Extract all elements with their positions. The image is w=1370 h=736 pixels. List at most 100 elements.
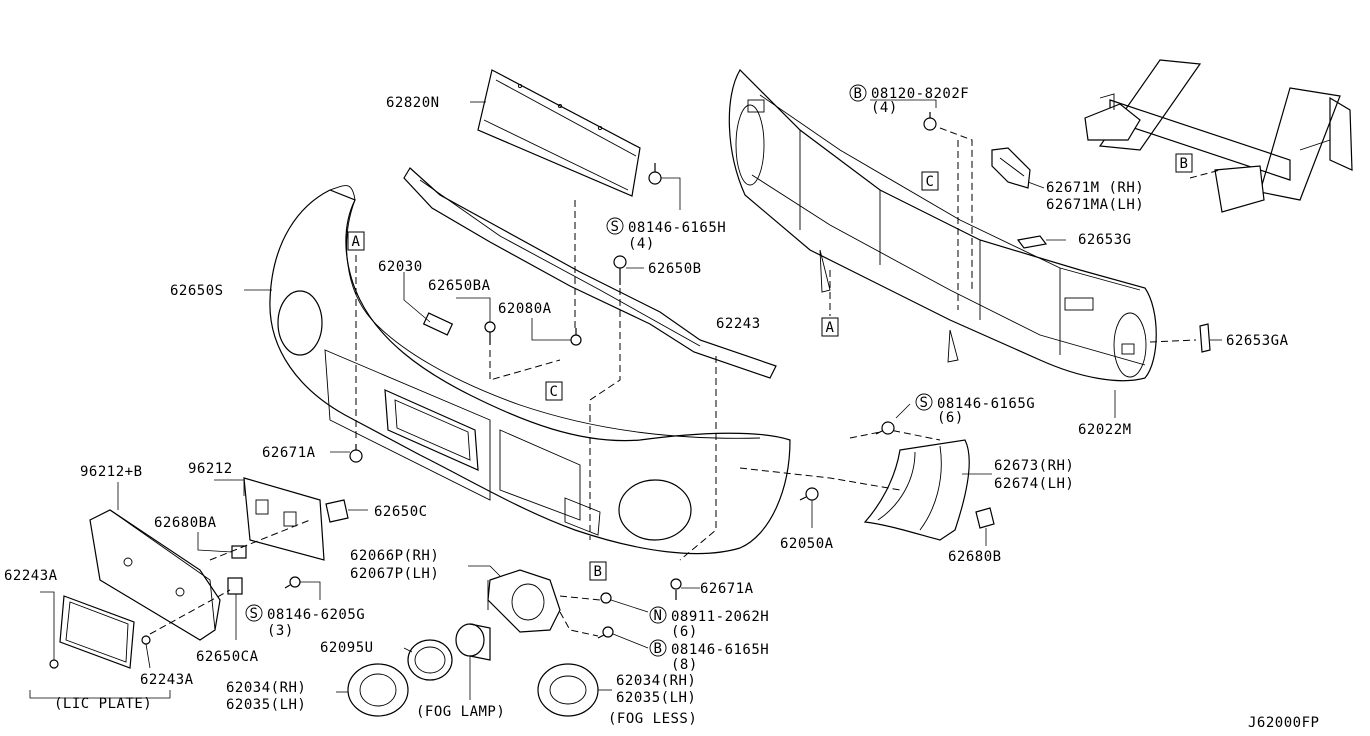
part-62095U-gasket (407, 639, 453, 681)
label-96212B: 96212+B (80, 464, 143, 480)
part-frame-rails (1084, 59, 1353, 213)
label-08911-2062H: N 08911-2062H (6) (649, 606, 769, 640)
screw-08120-8202F (923, 112, 937, 131)
part-62066P-bracket (487, 569, 561, 633)
label-62671MA: 62671MA(LH) (1046, 197, 1144, 213)
label-62050A: 62050A (780, 536, 834, 552)
svg-text:S: S (611, 219, 620, 235)
ref-marker-B-bottom: B (589, 561, 607, 581)
clip-62650CA (227, 577, 243, 595)
ref-marker-B-right: B (1175, 153, 1193, 173)
clip-62650C (325, 499, 349, 523)
label-62674: 62674(LH) (994, 476, 1074, 492)
label-62095U: 62095U (320, 640, 374, 656)
label-62671A-bottom: 62671A (700, 581, 754, 597)
screw-62650BA (484, 321, 496, 345)
label-62066P: 62066P(RH) (350, 548, 439, 564)
svg-text:(4): (4) (628, 236, 655, 252)
svg-text:B: B (654, 641, 663, 657)
svg-text:(6): (6) (937, 410, 964, 426)
label-08120-8202F: B 08120-8202F (4) (849, 84, 969, 116)
label-lic-plate: (LIC PLATE) (54, 696, 152, 712)
screw-62080A (570, 328, 582, 346)
part-62653G-pad (1016, 235, 1048, 249)
ref-marker-A-right: A (821, 317, 839, 337)
svg-text:N: N (654, 608, 663, 624)
label-62243A-bottom: 62243A (140, 672, 194, 688)
svg-text:(3): (3) (267, 623, 294, 639)
part-96212B-plate-base (89, 509, 221, 641)
label-96212: 96212 (188, 461, 233, 477)
screw-62050A (799, 487, 819, 501)
svg-text:B: B (854, 86, 863, 102)
label-62067P: 62067P(LH) (350, 566, 439, 582)
clip-62680B (975, 507, 995, 529)
screw-62650B (613, 255, 627, 285)
part-62650S-fascia (269, 185, 791, 555)
label-62035-right: 62035(LH) (616, 690, 696, 706)
label-08146-6165H-bottom: B 08146-6165H (8) (649, 639, 769, 673)
part-62671M-bracket (991, 147, 1031, 189)
part-62034-finisher-fogless (537, 663, 599, 717)
part-62243-bar (403, 167, 777, 379)
svg-text:B: B (594, 564, 603, 580)
label-62243: 62243 (716, 316, 761, 332)
part-62820N-cover (477, 69, 641, 197)
label-62650S: 62650S (170, 283, 224, 299)
label-08146-6205G: S 08146-6205G (3) (245, 604, 365, 639)
svg-text:08146-6165H: 08146-6165H (628, 220, 726, 236)
svg-text:S: S (250, 606, 259, 622)
label-62243A-left: 62243A (4, 568, 58, 584)
label-62680BA: 62680BA (154, 515, 217, 531)
screw-08146-6205G (284, 576, 301, 589)
label-62680B: 62680B (948, 549, 1002, 565)
screw-62671A-top (349, 444, 363, 463)
svg-text:08146-6205G: 08146-6205G (267, 607, 365, 623)
label-62671A-top: 62671A (262, 445, 316, 461)
svg-text:(4): (4) (871, 100, 898, 116)
label-62034-right: 62034(RH) (616, 673, 696, 689)
part-62022M-reinforcement (728, 69, 1157, 382)
screw-08146-6165H-top (648, 163, 662, 185)
svg-text:C: C (926, 174, 935, 190)
svg-text:A: A (352, 234, 361, 250)
part-62653GA-pad (1199, 323, 1211, 353)
label-62035-left: 62035(LH) (226, 697, 306, 713)
clip-62680BA (231, 545, 247, 559)
ref-marker-C-mid: C (545, 381, 563, 401)
label-62034-left: 62034(RH) (226, 680, 306, 696)
svg-text:C: C (550, 384, 559, 400)
screw-62671A-bottom (670, 578, 682, 600)
label-62671M: 62671M (RH) (1046, 180, 1144, 196)
label-62653G: 62653G (1078, 232, 1132, 248)
label-62650BA: 62650BA (428, 278, 491, 294)
part-96212-bracket (243, 477, 325, 561)
screw-62243A-left (49, 659, 59, 669)
part-62673-side-bracket (863, 439, 970, 541)
label-62022M: 62022M (1078, 422, 1132, 438)
part-fog-lamp (455, 623, 491, 661)
label-fog-lamp: (FOG LAMP) (416, 704, 505, 720)
screw-08146-6165G (875, 421, 895, 435)
label-62650CA: 62650CA (196, 649, 259, 665)
nut-08911-2062H (600, 592, 612, 604)
bolt-08146-6165H-bottom (597, 626, 614, 639)
label-62820N: 62820N (386, 95, 440, 111)
label-62030: 62030 (378, 259, 423, 275)
label-62080A: 62080A (498, 301, 552, 317)
svg-text:08911-2062H: 08911-2062H (671, 609, 769, 625)
svg-text:08146-6165G: 08146-6165G (937, 396, 1035, 412)
svg-text:A: A (826, 320, 835, 336)
ref-marker-A-left: A (347, 231, 365, 251)
svg-text:08146-6165H: 08146-6165H (671, 642, 769, 658)
label-08146-6165G: S 08146-6165G (6) (915, 393, 1035, 426)
svg-text:S: S (920, 395, 929, 411)
svg-text:08120-8202F: 08120-8202F (871, 86, 969, 102)
label-62673: 62673(RH) (994, 458, 1074, 474)
label-62650B: 62650B (648, 261, 702, 277)
label-62650C: 62650C (374, 504, 428, 520)
label-08146-6165H-top: S 08146-6165H (4) (606, 217, 726, 252)
screw-62243A-bottom (141, 635, 151, 645)
label-62653GA: 62653GA (1226, 333, 1289, 349)
